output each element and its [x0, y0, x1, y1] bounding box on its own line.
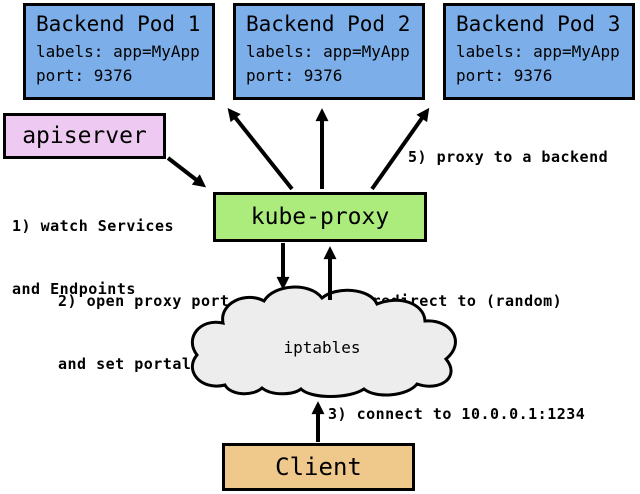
step1-line1: 1) watch Services: [12, 217, 175, 235]
iptables-label: iptables: [283, 338, 361, 357]
step2-annotation: 2) open proxy port and set portal rules: [58, 249, 249, 417]
apiserver-label: apiserver: [22, 123, 147, 149]
pod-title: Backend Pod 3: [456, 12, 621, 36]
pod-title: Backend Pod 2: [246, 12, 411, 36]
step2-line1: 2) open proxy port: [58, 292, 230, 310]
pod-port-line: port: 9376: [36, 66, 133, 85]
backend-pod-2-box: Backend Pod 2 labels: app=MyApp port: 93…: [233, 3, 425, 100]
pod-labels-line: labels: app=MyApp: [456, 42, 620, 61]
pod-labels-line: labels: app=MyApp: [36, 42, 200, 61]
kube-proxy-label: kube-proxy: [250, 204, 390, 230]
step4-annotation: 4) redirect to (random) proxy port: [343, 249, 562, 417]
kube-proxy-box: kube-proxy: [213, 192, 427, 242]
step4-line2: proxy port: [343, 355, 439, 373]
step4-line1: 4) redirect to (random): [343, 292, 563, 310]
pod-port-line: port: 9376: [456, 66, 553, 85]
step1-annotation: 1) watch Services and Endpoints: [12, 174, 174, 342]
pod-title: Backend Pod 1: [36, 12, 201, 36]
step1-line2: and Endpoints: [12, 280, 136, 298]
pod-port-line: port: 9376: [246, 66, 343, 85]
backend-pod-3-box: Backend Pod 3 labels: app=MyApp port: 93…: [443, 3, 635, 100]
client-box: Client: [222, 443, 415, 491]
step2-line2: and set portal rules: [58, 355, 249, 373]
client-label: Client: [275, 453, 362, 481]
step5-annotation: 5) proxy to a backend: [408, 148, 609, 166]
pod-labels-line: labels: app=MyApp: [246, 42, 410, 61]
step3-annotation: 3) connect to 10.0.0.1:1234: [328, 405, 586, 423]
backend-pod-1-box: Backend Pod 1 labels: app=MyApp port: 93…: [23, 3, 215, 100]
arrow-kube-proxy-to-pod1: [227, 107, 294, 191]
apiserver-box: apiserver: [3, 113, 166, 159]
